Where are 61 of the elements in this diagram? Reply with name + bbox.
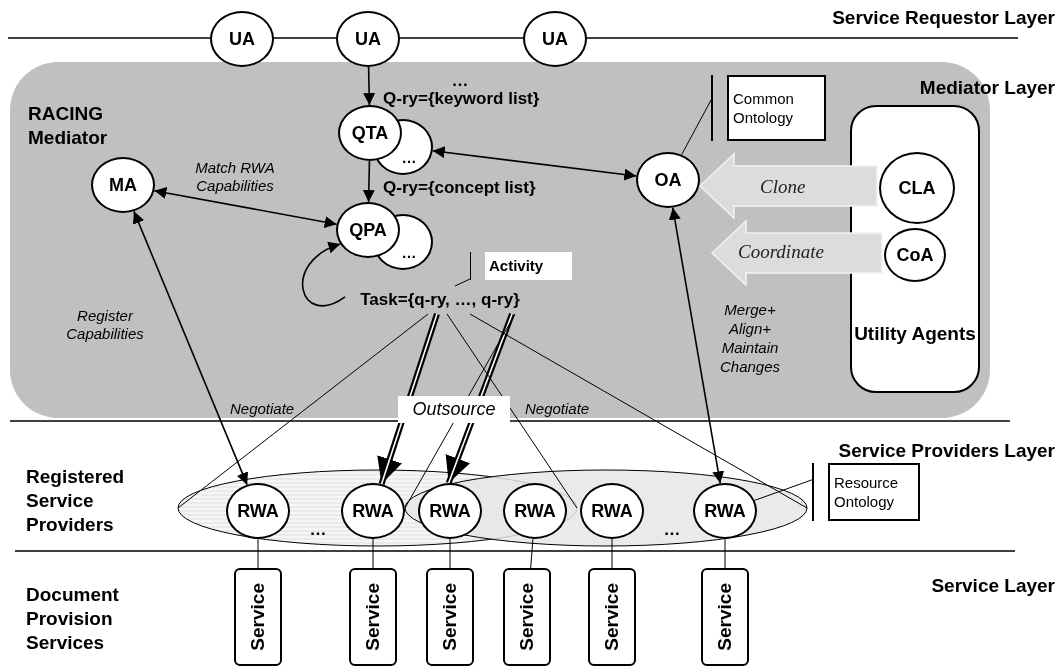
task-text: Task={q-ry, …, q-ry} xyxy=(345,286,535,314)
connector-line xyxy=(681,99,712,156)
edge-label: Q-ry={keyword list} xyxy=(383,89,540,108)
connector-line xyxy=(724,538,726,569)
service-box: Service xyxy=(701,568,749,666)
negotiate-text: Negotiate xyxy=(230,400,295,417)
service-box: Service xyxy=(426,568,474,666)
agent-circle: UA xyxy=(210,11,274,67)
connector-line xyxy=(454,278,471,287)
agent-circle: OA xyxy=(636,152,700,208)
agent-circle: QPA xyxy=(336,202,400,258)
service-box: Service xyxy=(588,568,636,666)
arrow xyxy=(431,146,638,181)
arrow xyxy=(301,243,346,307)
ellipsis-text: … xyxy=(309,520,327,539)
agent-circle: CoA xyxy=(884,228,946,282)
section-title: Registered Service Providers xyxy=(26,466,125,535)
agent-circle: MA xyxy=(91,157,155,213)
connector-line xyxy=(611,538,613,569)
connector-line xyxy=(469,313,808,509)
connector-line xyxy=(257,538,259,569)
arrow xyxy=(132,210,249,486)
ontology-label: Common Ontology xyxy=(727,75,826,141)
panel-title: RACING Mediator xyxy=(28,103,108,148)
service-box: Service xyxy=(503,568,551,666)
layer-title: Service Layer xyxy=(931,575,1055,596)
block-arrow xyxy=(698,152,878,220)
connector-line xyxy=(372,538,374,569)
arrow xyxy=(153,187,338,228)
section-title: Document Provision Services xyxy=(26,584,119,653)
connector-line xyxy=(446,313,578,509)
service-box: Service xyxy=(349,568,397,666)
edge-label: Match RWA Capabilities xyxy=(195,159,275,194)
edge-label: Merge+ Align+ Maintain Changes xyxy=(719,301,780,375)
panel-title: Utility Agents xyxy=(854,323,976,344)
connector-line xyxy=(754,479,813,501)
utility-panel xyxy=(850,105,980,393)
service-box: Service xyxy=(234,568,282,666)
ontology-label: Resource Ontology xyxy=(828,463,920,521)
agent-circle: UA xyxy=(523,11,587,67)
agent-circle: UA xyxy=(336,11,400,67)
connector-line xyxy=(530,538,534,569)
activity-label: Activity xyxy=(485,252,572,280)
ellipsis-text: … xyxy=(451,71,469,90)
agent-circle: CLA xyxy=(879,152,955,224)
layer-title: Service Requestor Layer xyxy=(832,7,1055,28)
layer-title: Mediator Layer xyxy=(919,77,1055,98)
block-arrow xyxy=(710,219,883,287)
connector-line xyxy=(449,538,451,569)
edge-label: Coordinate xyxy=(738,241,824,262)
edge-label: Clone xyxy=(760,176,806,197)
edge-label: Q-ry={concept list} xyxy=(383,178,536,197)
arrow xyxy=(668,206,725,485)
edge-label: Outsource xyxy=(412,399,496,419)
arrow xyxy=(362,160,375,203)
ellipsis-text: … xyxy=(663,520,681,539)
connector-line xyxy=(177,313,429,509)
arrow xyxy=(363,66,376,106)
negotiate-text: Negotiate xyxy=(525,400,590,417)
edge-label: Register Capabilities xyxy=(66,307,144,342)
layer-title: Service Providers Layer xyxy=(838,440,1055,461)
